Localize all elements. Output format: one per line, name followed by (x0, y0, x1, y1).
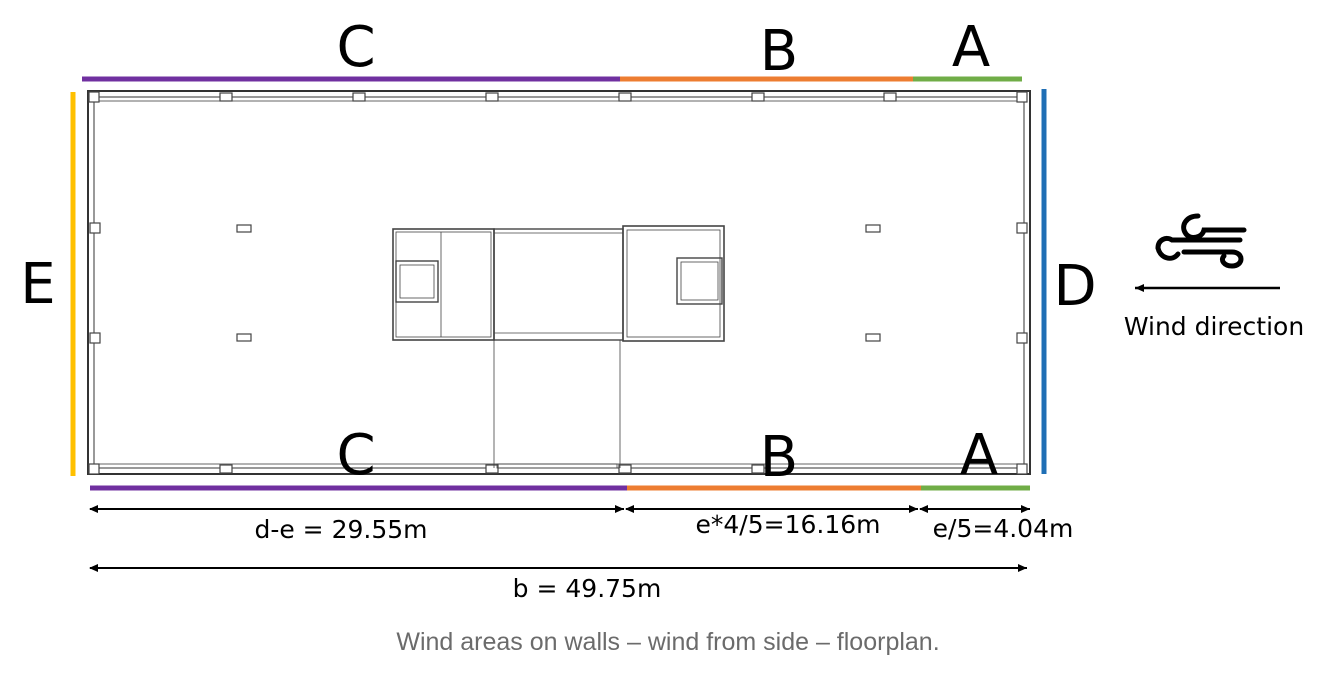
dimension-lines (89, 505, 1030, 572)
zone-label-e: E (20, 252, 55, 317)
zone-label-top-b: B (760, 19, 798, 84)
dimension-e-four-fifths: e*4/5=16.16m (696, 510, 881, 539)
zone-label-top-c: C (336, 15, 375, 80)
central-core (392, 225, 725, 469)
wind-zone-floorplan: C B A C B A E D d-e = 29.55m e*4/5=16.16… (20, 15, 1304, 603)
wind-direction-label: Wind direction (1124, 312, 1304, 341)
wind-icon (1155, 213, 1247, 269)
structural-columns (88, 91, 1028, 475)
zone-label-bottom-a: A (960, 423, 998, 488)
figure-caption: Wind areas on walls – wind from side – f… (396, 628, 940, 656)
zone-label-d: D (1053, 254, 1096, 319)
zone-label-bottom-c: C (336, 423, 375, 488)
dimension-e-fifth: e/5=4.04m (933, 514, 1074, 543)
zone-label-top-a: A (952, 15, 990, 80)
dimension-d-minus-e: d-e = 29.55m (254, 515, 427, 544)
dimension-b-total: b = 49.75m (513, 574, 662, 603)
building-outline (87, 90, 1031, 475)
zone-label-bottom-b: B (760, 425, 798, 490)
